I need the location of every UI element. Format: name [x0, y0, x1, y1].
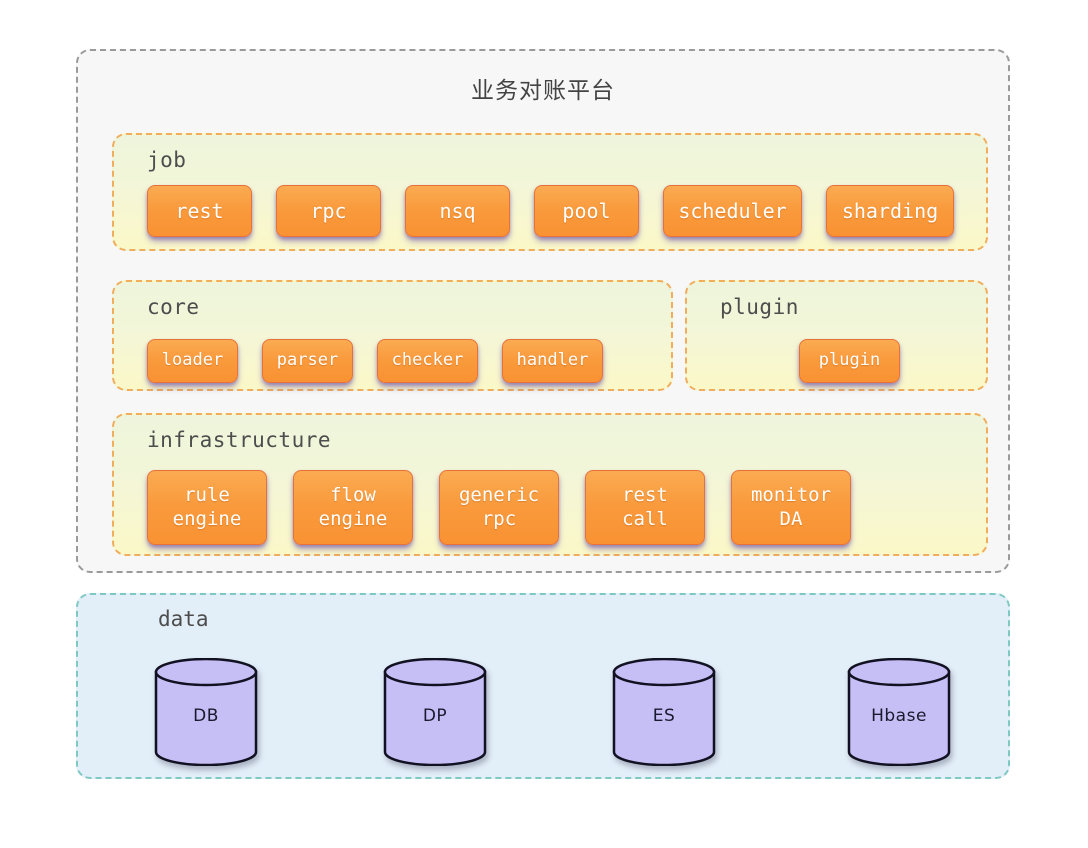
cylinder-icon	[383, 658, 487, 766]
datastore-hbase[interactable]: Hbase	[847, 658, 951, 766]
platform-container: 业务对账平台 job rest rpc nsq pool scheduler s…	[76, 49, 1010, 573]
datastore-dp[interactable]: DP	[383, 658, 487, 766]
node-sharding[interactable]: sharding	[826, 185, 954, 237]
group-job: job rest rpc nsq pool scheduler sharding	[112, 133, 988, 251]
node-rpc[interactable]: rpc	[276, 185, 381, 237]
node-parser[interactable]: parser	[262, 339, 353, 383]
node-label: sharding	[841, 198, 939, 223]
node-label: plugin	[818, 350, 881, 371]
node-label-line2: rpc	[481, 507, 517, 530]
node-rest-call[interactable]: rest call	[585, 470, 705, 545]
group-label-job: job	[147, 148, 187, 172]
node-pool[interactable]: pool	[534, 185, 639, 237]
node-label: parser	[276, 350, 339, 371]
node-label: loader	[161, 350, 224, 371]
cylinder-icon	[154, 658, 258, 766]
node-scheduler[interactable]: scheduler	[663, 185, 802, 237]
datastore-es[interactable]: ES	[612, 658, 716, 766]
datastore-db[interactable]: DB	[154, 658, 258, 766]
node-rest[interactable]: rest	[147, 185, 252, 237]
node-label-line2: call	[622, 507, 668, 530]
data-layer-container: data DB DP ES	[76, 593, 1010, 779]
node-label: scheduler	[678, 198, 787, 223]
group-core: core loader parser checker handler	[112, 280, 673, 391]
group-label-core: core	[147, 295, 200, 319]
group-infrastructure: infrastructure rule engine flow engine g…	[112, 413, 988, 556]
node-label-line2: engine	[172, 507, 242, 530]
node-label: checker	[391, 350, 464, 371]
group-plugin: plugin plugin	[685, 280, 988, 391]
node-label: pool	[562, 198, 611, 223]
node-monitor-da[interactable]: monitor DA	[731, 470, 851, 545]
node-label-line2: DA	[779, 507, 803, 530]
group-label-infrastructure: infrastructure	[147, 428, 332, 452]
node-label-line2: engine	[318, 507, 388, 530]
node-rule-engine[interactable]: rule engine	[147, 470, 267, 545]
group-label-data: data	[158, 607, 209, 631]
group-label-plugin: plugin	[720, 295, 799, 319]
node-label: rpc	[310, 198, 347, 223]
node-label-line1: generic	[458, 483, 540, 506]
node-label-line1: rest	[622, 483, 668, 506]
cylinder-icon	[612, 658, 716, 766]
node-label: handler	[516, 350, 589, 371]
node-loader[interactable]: loader	[147, 339, 238, 383]
node-flow-engine[interactable]: flow engine	[293, 470, 413, 545]
node-checker[interactable]: checker	[377, 339, 478, 383]
cylinder-icon	[847, 658, 951, 766]
node-label: rest	[175, 198, 224, 223]
node-label-line1: rule	[184, 483, 230, 506]
node-nsq[interactable]: nsq	[405, 185, 510, 237]
node-handler[interactable]: handler	[502, 339, 603, 383]
node-label-line1: monitor	[750, 483, 832, 506]
node-label: nsq	[439, 198, 476, 223]
node-generic-rpc[interactable]: generic rpc	[439, 470, 559, 545]
node-plugin[interactable]: plugin	[799, 339, 900, 383]
node-label-line1: flow	[330, 483, 376, 506]
page-title: 业务对账平台	[471, 78, 615, 104]
